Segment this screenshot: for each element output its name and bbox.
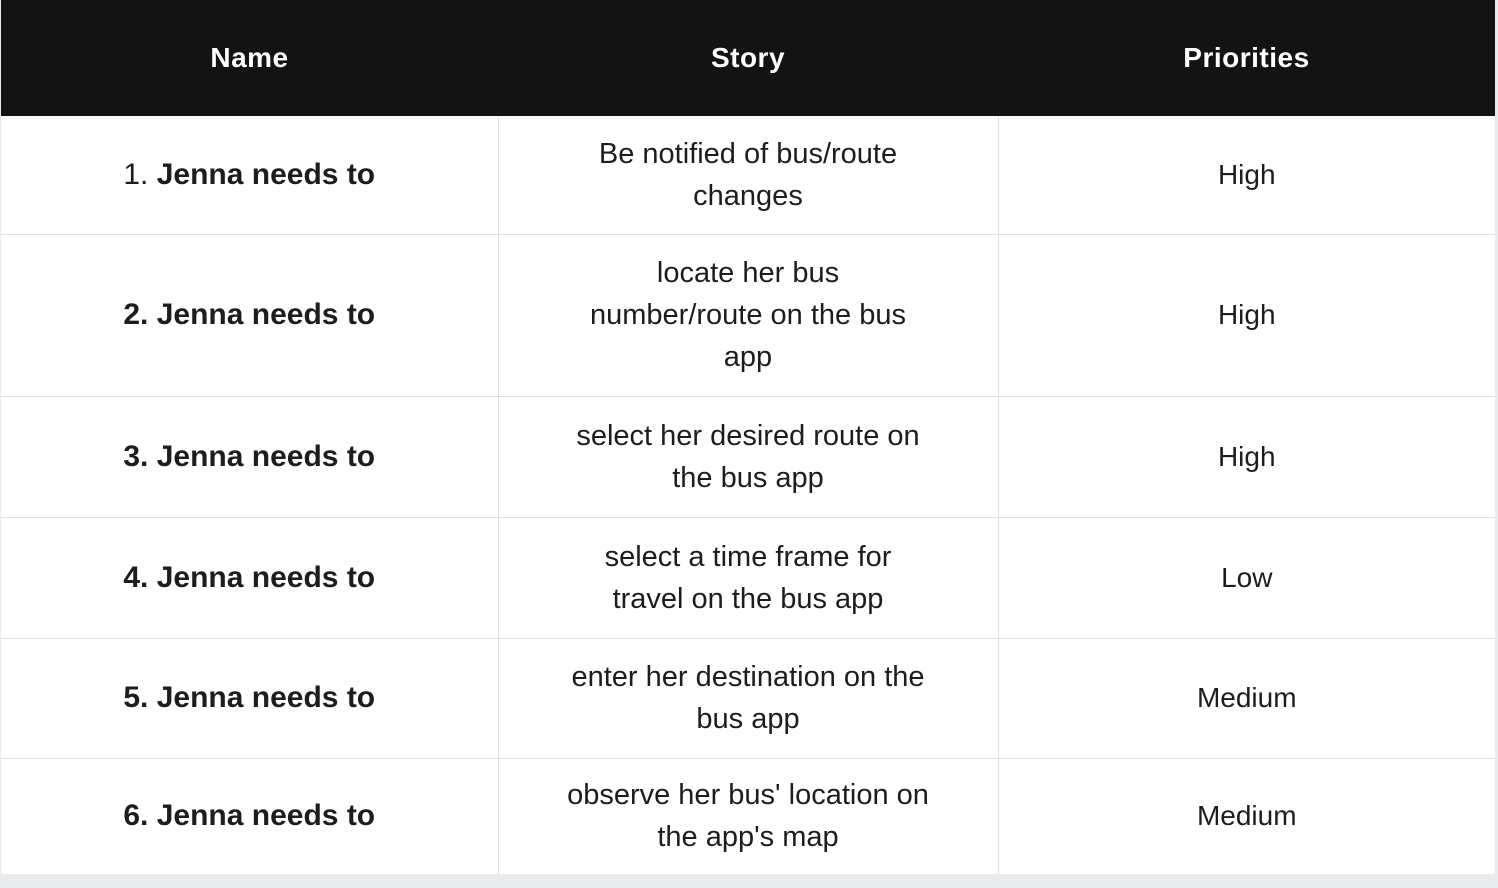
column-header-name: Name (1, 0, 498, 116)
name-cell: 1. Jenna needs to (1, 116, 498, 234)
table-header: Name Story Priorities (1, 0, 1495, 116)
row-name-label: Jenna needs to (156, 681, 376, 714)
story-cell: observe her bus' location on the app's m… (497, 757, 998, 874)
table-row: 4. Jenna needs to select a time frame fo… (1, 516, 1495, 638)
table-row: 6. Jenna needs to observe her bus' locat… (1, 757, 1495, 874)
row-name-label: Jenna needs to (156, 560, 376, 594)
name-cell: 3. Jenna needs to (1, 395, 498, 517)
name-cell: 4. Jenna needs to (1, 516, 498, 638)
header-row: Name Story Priorities (1, 0, 1495, 116)
story-cell: Be notified of bus/route changes (497, 116, 998, 234)
row-name-label: Jenna needs to (156, 298, 376, 331)
priority-cell: High (997, 233, 1495, 396)
row-number: 5. (123, 681, 149, 714)
row-number: 1. (123, 157, 149, 191)
row-name-label: Jenna needs to (156, 799, 376, 833)
priority-cell: High (997, 395, 1495, 517)
table-row: 2. Jenna needs to locate her bus number/… (1, 233, 1495, 396)
row-name-label: Jenna needs to (156, 439, 376, 473)
priority-cell: Medium (997, 637, 1495, 758)
row-number: 6. (123, 799, 149, 833)
name-cell: 2. Jenna needs to (1, 233, 498, 396)
column-header-priorities: Priorities (998, 0, 1495, 116)
row-number: 2. (123, 298, 149, 331)
name-cell: 5. Jenna needs to (1, 637, 498, 758)
row-name-label: Jenna needs to (156, 157, 376, 191)
table-row: 3. Jenna needs to select her desired rou… (1, 395, 1495, 517)
name-cell: 6. Jenna needs to (1, 757, 498, 874)
story-cell: select a time frame for travel on the bu… (497, 516, 998, 638)
priority-cell: Medium (997, 757, 1495, 874)
column-header-story: Story (498, 0, 998, 116)
row-number: 3. (123, 439, 149, 473)
table-row: 1. Jenna needs to Be notified of bus/rou… (1, 116, 1495, 234)
table-row: 5. Jenna needs to enter her destination … (1, 637, 1495, 758)
story-cell: select her desired route on the bus app (497, 395, 998, 517)
story-cell: locate her bus number/route on the bus a… (497, 233, 998, 396)
priority-cell: High (997, 116, 1495, 234)
priority-cell: Low (997, 516, 1495, 638)
table-body: 1. Jenna needs to Be notified of bus/rou… (1, 116, 1495, 874)
story-cell: enter her destination on the bus app (497, 637, 998, 758)
row-number: 4. (123, 560, 149, 594)
